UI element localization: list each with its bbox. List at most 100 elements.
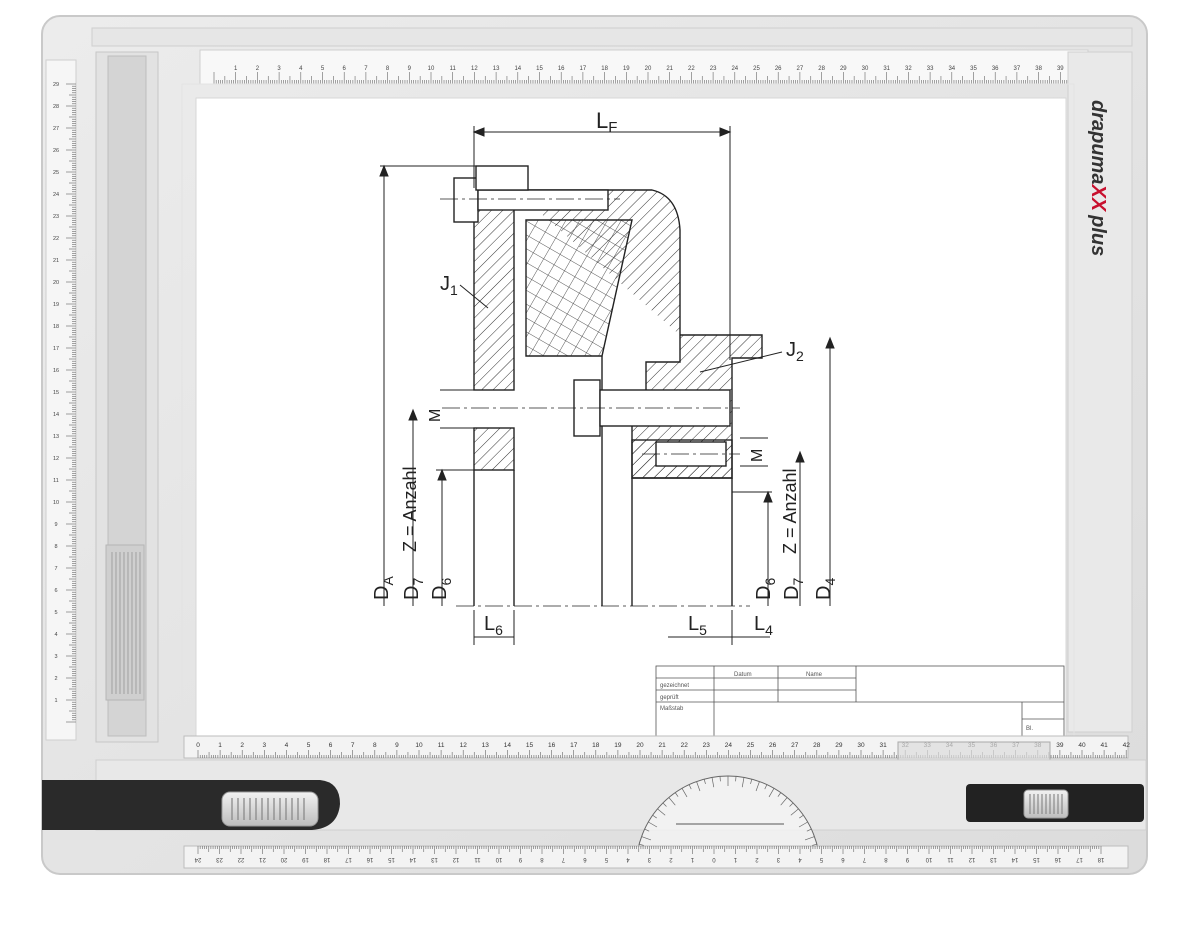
label-d4: D4 bbox=[813, 578, 838, 600]
protractor-tick bbox=[755, 781, 760, 792]
parallel-ruler-number: 1 bbox=[218, 742, 222, 749]
bottom-ruler-number: 18 bbox=[1097, 856, 1104, 862]
left-ruler-number: 23 bbox=[53, 214, 59, 220]
left-flange-upper bbox=[473, 189, 515, 391]
left-clamp-knob[interactable] bbox=[221, 791, 319, 827]
right-knob-ribs bbox=[1029, 794, 1063, 814]
top-ruler-number: 38 bbox=[1035, 66, 1042, 72]
left-ruler-number: 19 bbox=[53, 302, 59, 308]
top-bolt-shank bbox=[477, 189, 609, 211]
bottom-ruler-number: 3 bbox=[647, 856, 651, 862]
left-ruler-number: 11 bbox=[53, 478, 59, 484]
bottom-ruler-number: 5 bbox=[819, 856, 823, 862]
top-ruler-number: 18 bbox=[601, 66, 608, 72]
top-ruler-number: 11 bbox=[450, 66, 457, 72]
parallel-ruler-number: 20 bbox=[636, 742, 644, 749]
right-rail bbox=[1067, 51, 1133, 733]
top-ruler-number: 23 bbox=[710, 66, 717, 72]
protractor-tick bbox=[777, 792, 782, 797]
protractor-tick bbox=[798, 821, 808, 828]
parallel-ruler-number: 40 bbox=[1078, 742, 1086, 749]
parallel-ruler[interactable] bbox=[183, 735, 1129, 759]
protractor-tick bbox=[790, 808, 799, 816]
top-ruler-number: 17 bbox=[580, 66, 587, 72]
bottom-ruler-number: 9 bbox=[905, 856, 909, 862]
bottom-ruler-number: 1 bbox=[733, 856, 737, 862]
left-ruler-number: 15 bbox=[53, 390, 59, 396]
protractor-tick bbox=[668, 797, 676, 806]
top-ruler-number: 31 bbox=[883, 66, 890, 72]
bottom-ruler-number: 14 bbox=[1011, 856, 1018, 862]
left-ruler-number: 26 bbox=[53, 148, 59, 154]
parallel-ruler-number: 4 bbox=[285, 742, 289, 749]
parallel-ruler-number: 11 bbox=[438, 742, 445, 749]
protractor-tick bbox=[804, 836, 815, 841]
bottom-ruler-number: 8 bbox=[884, 856, 888, 862]
protractor-tick bbox=[652, 814, 657, 819]
label-d7-left: D7 bbox=[401, 578, 426, 600]
top-ruler-number: 24 bbox=[731, 66, 738, 72]
parallel-ruler-number: 13 bbox=[482, 742, 490, 749]
brand-model: XX bbox=[1087, 183, 1109, 212]
technical-drawing bbox=[440, 165, 763, 607]
parallel-ruler-number: 21 bbox=[658, 742, 666, 749]
top-ruler-number: 37 bbox=[1014, 66, 1021, 72]
bottom-ruler-number: 15 bbox=[388, 856, 395, 862]
left-ruler-number: 4 bbox=[54, 632, 57, 638]
left-ruler-number: 3 bbox=[54, 654, 57, 660]
bottom-ruler-number: 17 bbox=[345, 856, 352, 862]
left-vertical-ruler[interactable] bbox=[45, 59, 77, 741]
top-ruler-number: 14 bbox=[514, 66, 521, 72]
top-ruler-number: 28 bbox=[818, 66, 825, 72]
protractor-tick bbox=[644, 828, 650, 832]
bottom-ruler-number: 5 bbox=[604, 856, 608, 862]
bottom-ruler-number: 23 bbox=[216, 856, 223, 862]
label-lf: LF bbox=[596, 108, 617, 136]
top-ruler[interactable] bbox=[199, 49, 1089, 85]
top-ruler-number: 9 bbox=[408, 66, 412, 72]
bottom-ruler-number: 7 bbox=[862, 856, 866, 862]
top-ruler-number: 8 bbox=[386, 66, 390, 72]
top-ruler-number: 19 bbox=[623, 66, 630, 72]
drawing-labels: LF J1 J2 DA D7 Z = Anzahl D6 M M Z = Anz… bbox=[371, 108, 838, 638]
brand-logo: drapumaXXplus bbox=[1087, 100, 1109, 256]
top-ruler-number: 36 bbox=[992, 66, 999, 72]
left-ruler-number: 28 bbox=[53, 104, 59, 110]
left-clamp-grip-ribs bbox=[111, 552, 141, 694]
protractor-tick bbox=[703, 779, 706, 785]
top-ruler-number: 5 bbox=[321, 66, 325, 72]
protractor-tick bbox=[799, 814, 804, 819]
left-knob-ribs bbox=[231, 798, 305, 820]
top-nut bbox=[475, 165, 529, 191]
bottom-ruler-number: 13 bbox=[431, 856, 438, 862]
protractor-tick bbox=[641, 836, 652, 841]
label-m-left: M bbox=[427, 409, 444, 422]
left-ruler-number: 29 bbox=[53, 82, 59, 88]
bottom-ruler-number: 10 bbox=[925, 856, 932, 862]
title-block-labels: Datum Name gezeichnet geprüft Maßstab Bl… bbox=[660, 672, 1033, 732]
left-ruler-number: 2 bbox=[54, 676, 57, 682]
left-ruler-number: 1 bbox=[54, 698, 57, 704]
top-ruler-number: 6 bbox=[343, 66, 347, 72]
parallel-ruler-number: 5 bbox=[307, 742, 311, 749]
parallel-ruler-number: 42 bbox=[1123, 742, 1131, 749]
top-ruler-number: 34 bbox=[948, 66, 955, 72]
parallel-ruler-number: 3 bbox=[262, 742, 266, 749]
parallel-ruler-number: 17 bbox=[570, 742, 578, 749]
bottom-ruler-number: 4 bbox=[798, 856, 802, 862]
parallel-ruler-number: 39 bbox=[1056, 742, 1064, 749]
parallel-ruler-number: 12 bbox=[460, 742, 468, 749]
parallel-ruler-number: 26 bbox=[769, 742, 777, 749]
parallel-ruler-number: 18 bbox=[592, 742, 600, 749]
top-ruler-number: 29 bbox=[840, 66, 847, 72]
label-m-right: M bbox=[749, 449, 766, 462]
bottom-ruler-number: 11 bbox=[947, 856, 954, 862]
bottom-ruler-number: 21 bbox=[259, 856, 266, 862]
top-ruler-number: 10 bbox=[428, 66, 435, 72]
left-ruler-number: 24 bbox=[53, 192, 59, 198]
protractor[interactable] bbox=[635, 775, 821, 869]
bottom-ruler-number: 8 bbox=[540, 856, 544, 862]
top-ruler-number: 16 bbox=[558, 66, 565, 72]
